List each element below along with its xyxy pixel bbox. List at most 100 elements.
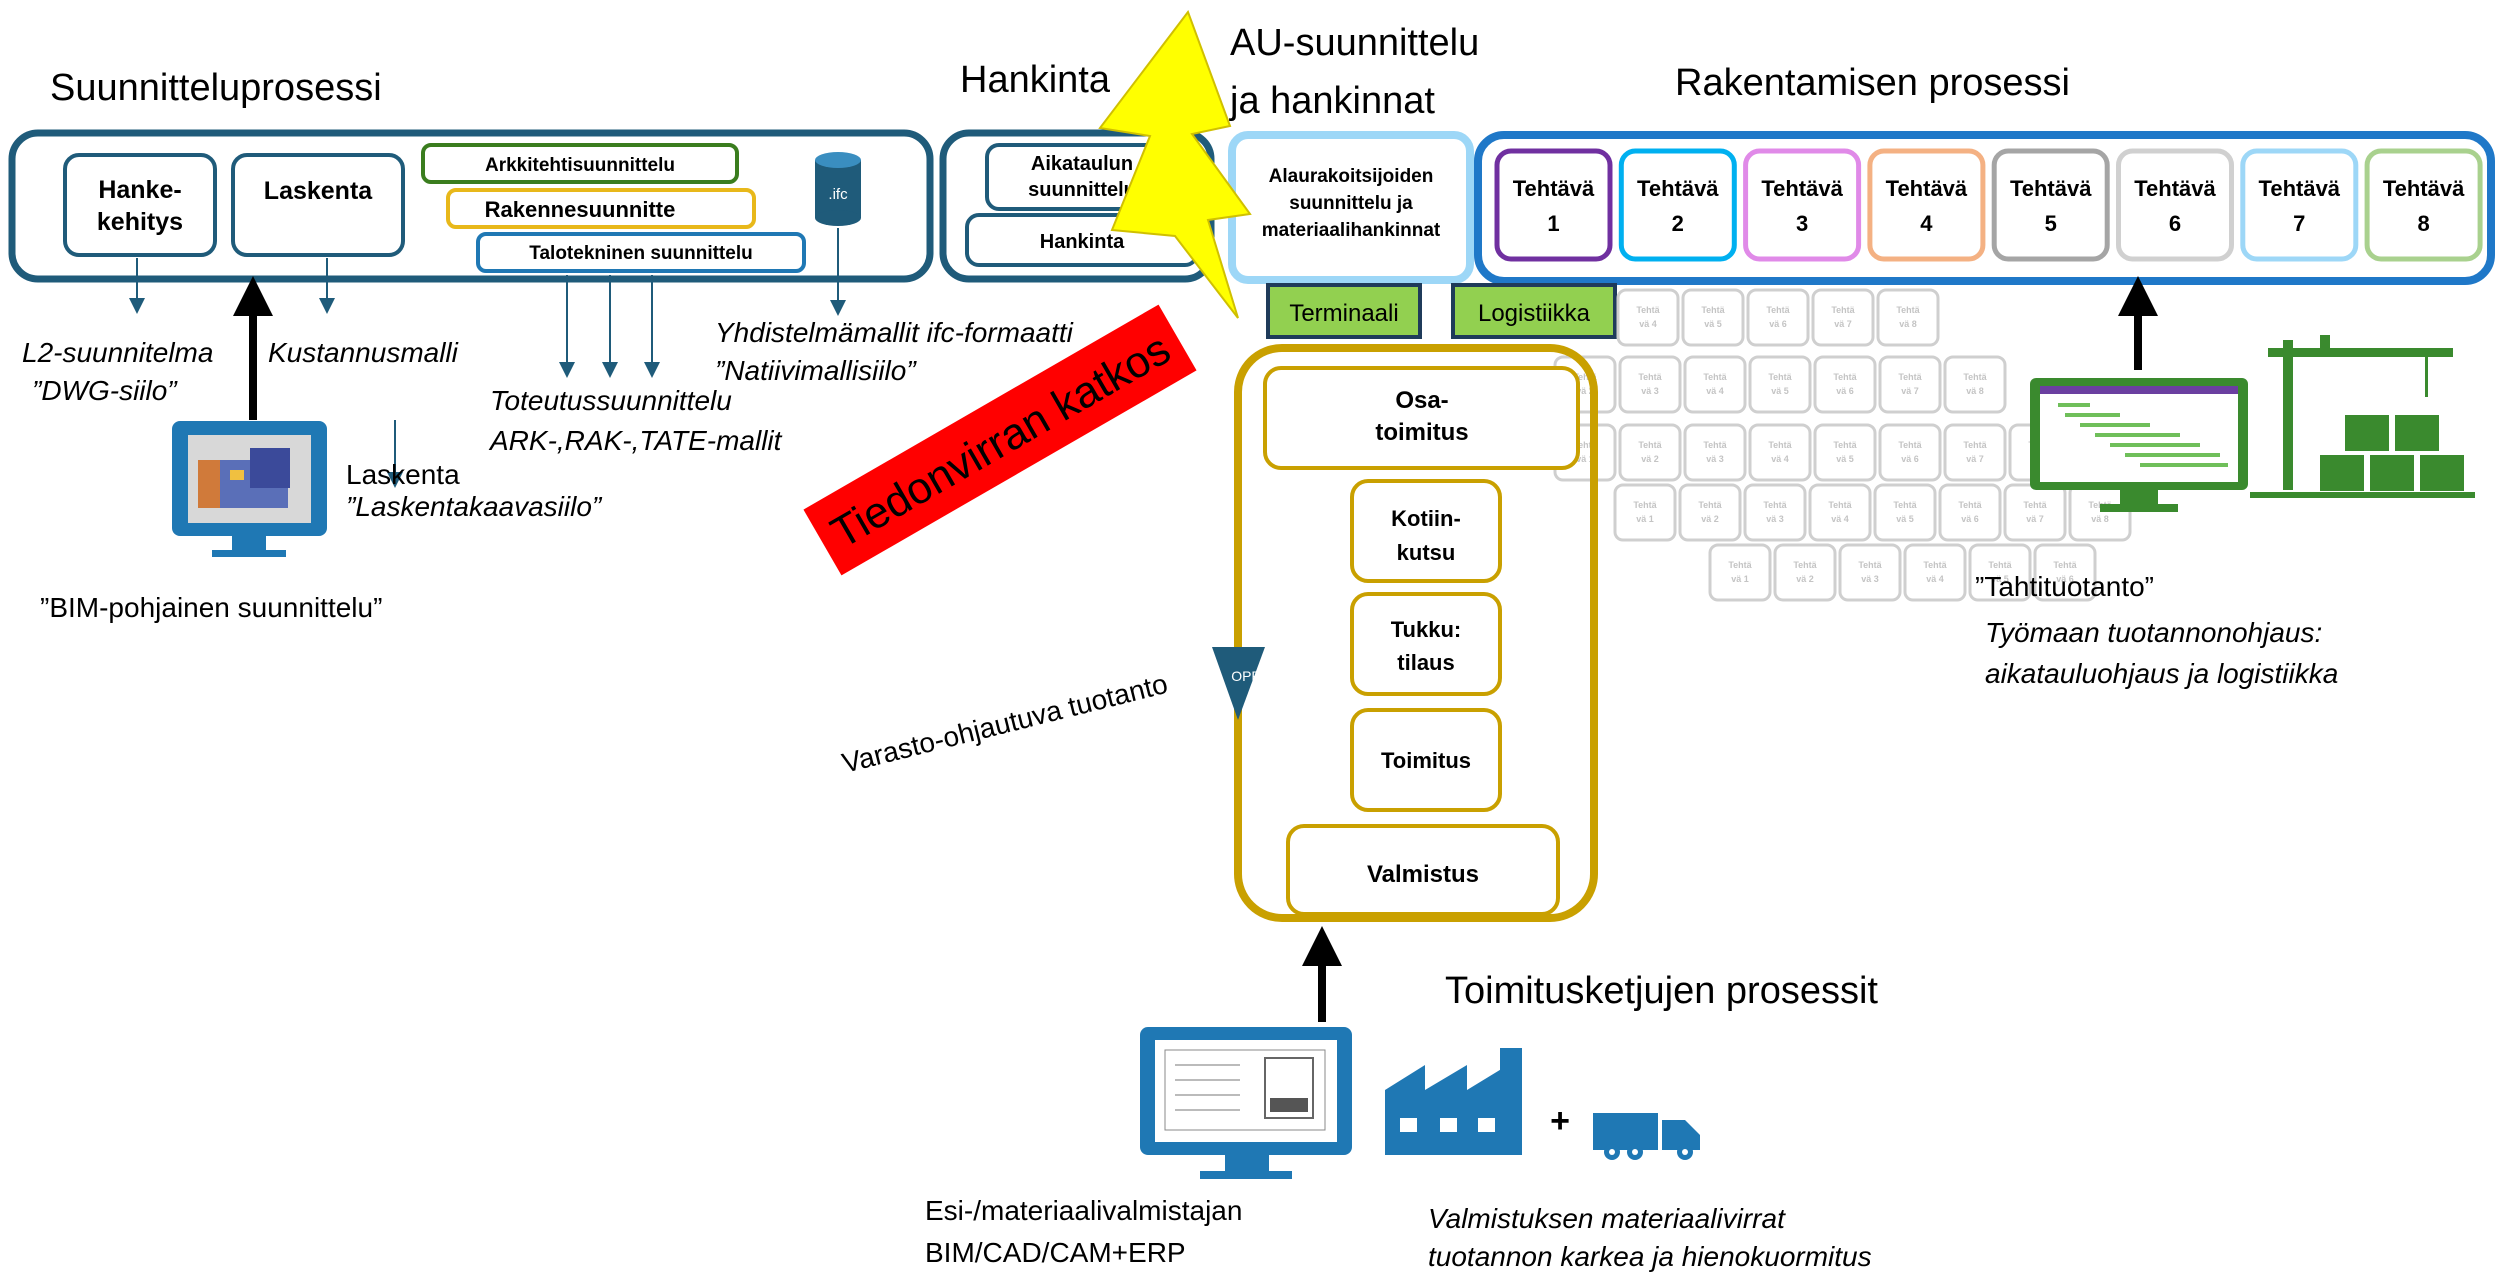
schedule-line2: suunnittelu	[1028, 179, 1136, 201]
task-word-2: Tehtävä	[1637, 176, 1719, 201]
takt-grid-number: vä 1	[1731, 574, 1749, 584]
takt-grid-number: vä 7	[1901, 386, 1919, 396]
call-off-box	[1350, 479, 1502, 583]
manufacturing-box	[1286, 824, 1560, 916]
construction-crane-icon	[2250, 335, 2475, 498]
takt-grid-word: Tehtä	[1833, 372, 1857, 382]
architecture-design-box	[421, 143, 739, 184]
task-word-1: Tehtävä	[1513, 176, 1595, 201]
takt-grid-word: Tehtä	[1988, 560, 2012, 570]
structural-design-box	[446, 188, 756, 229]
project-dev-line1: Hanke-	[98, 176, 181, 204]
cost-model-label: Kustannusmalli	[268, 337, 459, 368]
takt-grid-number: vä 4	[1771, 454, 1789, 464]
takt-grid-cell: Tehtävä 6	[1746, 288, 1810, 347]
lightning-icon	[1098, 9, 1252, 319]
takt-grid-cell: Tehtävä 4	[1903, 543, 1967, 602]
task-number-8: 8	[2417, 211, 2429, 236]
delivery-box	[1350, 708, 1502, 812]
takt-grid-number: vä 2	[1641, 454, 1659, 464]
takt-grid-word: Tehtä	[1703, 372, 1727, 382]
truck-icon	[1593, 1113, 1700, 1160]
takt-grid-word: Tehtä	[1963, 372, 1987, 382]
supplier-title-line1: Esi-/materiaalivalmistajan	[925, 1195, 1242, 1226]
task-word-5: Tehtävä	[2010, 176, 2092, 201]
takt-grid-number: vä 6	[2056, 574, 2074, 584]
project-dev-line2: kehitys	[97, 208, 183, 236]
takt-grid-number: vä 6	[1836, 386, 1854, 396]
logistics-label: Logistiikka	[1478, 300, 1591, 327]
takt-grid-cell: Tehtävä 5	[1873, 483, 1937, 542]
takt-grid-cell: Tehtävä 8	[1943, 355, 2007, 414]
takt-grid-number: vä 6	[1901, 454, 1919, 464]
supply-chain-frame	[1234, 344, 1598, 922]
takt-grid-word: Tehtä	[1898, 372, 1922, 382]
takt-grid-cell: Tehtä vä 6	[1813, 355, 1877, 414]
delivery-label: Toimitus	[1381, 748, 1471, 773]
monitor-building-model-icon	[172, 421, 327, 557]
takt-grid-number: vä 6	[1961, 514, 1979, 524]
takt-grid-cell: Tehtävä 3	[1683, 423, 1747, 482]
ifc-label: .ifc	[828, 186, 848, 203]
task-word-3: Tehtävä	[1761, 176, 1843, 201]
heading-procurement: Hankinta	[960, 59, 1111, 101]
au-line3: materiaalihankinnat	[1262, 220, 1441, 241]
au-line2: suunnittelu ja	[1289, 193, 1413, 214]
supplier-desc-line2: tuotannon karkea ja hienokuormitus	[1428, 1241, 1872, 1272]
task-word-8: Tehtävä	[2383, 176, 2465, 201]
takt-grid-cell: Tehtävä 2	[1773, 543, 1837, 602]
schedule-line1: Aikataulun	[1031, 153, 1133, 175]
takt-grid-cell: Tehtä vä 7	[1811, 288, 1875, 347]
takt-grid-number: vä 4	[1706, 386, 1724, 396]
takt-grid-number: vä 1	[1576, 454, 1594, 464]
heading-construction-process: Rakentamisen prosessi	[1675, 62, 2070, 104]
supplier-title-line2: BIM/CAD/CAM+ERP	[925, 1237, 1186, 1268]
takt-grid-number: vä 2	[1701, 514, 1719, 524]
takt-grid-word: Tehtä	[1963, 440, 1987, 450]
takt-grid-cell: Tehtä vä 4	[1616, 288, 1680, 347]
takt-grid-word: Tehtä	[1831, 305, 1855, 315]
heading-au-line1: AU-suunnittelu	[1230, 22, 1479, 64]
monitor-schedule-icon	[2030, 378, 2248, 512]
partial-delivery-line2: toimitus	[1375, 419, 1468, 446]
calculation-label: Laskenta	[264, 177, 373, 205]
project-development-box	[63, 153, 217, 257]
task-number-2: 2	[1672, 211, 1684, 236]
takt-grid-cell: Tehtävä 8	[1876, 288, 1940, 347]
logistics-box	[1451, 283, 1617, 339]
l2-plan-label: L2-suunnitelma	[22, 337, 213, 368]
takt-grid-word: Tehtä	[1858, 560, 1882, 570]
partial-delivery-line1: Osa-	[1395, 387, 1448, 414]
heading-design-process: Suunnitteluprosessi	[50, 67, 382, 109]
takt-grid-number: vä 7	[1834, 319, 1852, 329]
takt-grid-number: vä 4	[1831, 514, 1849, 524]
takt-grid-number: vä 5	[1704, 319, 1722, 329]
takt-grid-cell: Tehtävä 3	[1618, 355, 1682, 414]
terminal-label: Terminaali	[1289, 300, 1398, 327]
takt-grid-word: Tehtä	[1701, 305, 1725, 315]
takt-grid-cell: Tehtävä 2	[1678, 483, 1742, 542]
takt-grid-number: vä 3	[1861, 574, 1879, 584]
stock-driven-label: Varasto-ohjautuva tuotanto	[839, 668, 1171, 779]
takt-grid-word: Tehtä	[1636, 305, 1660, 315]
takt-grid-word: Tehtä	[1828, 500, 1852, 510]
takt-grid-number: vä 5	[1991, 574, 2009, 584]
impl-design-label: Toteutussuunnittelu	[490, 385, 732, 416]
takt-grid-number: vä 5	[1836, 454, 1854, 464]
takt-grid-number: vä 7	[1966, 454, 1984, 464]
supplier-desc-line1: Valmistuksen materiaalivirrat	[1428, 1203, 1786, 1234]
takt-grid-number: vä 4	[1639, 319, 1657, 329]
takt-title: ”Tahtituotanto”	[1975, 571, 2154, 602]
wholesale-order-box	[1350, 592, 1502, 696]
database-icon	[815, 152, 861, 226]
task-number-5: 5	[2045, 211, 2057, 236]
takt-grid-cell: Tehtä vä 5	[1968, 543, 2032, 602]
takt-grid-cell: Tehtävä 7	[2003, 483, 2067, 542]
task-box-2: Tehtävä 2	[1618, 148, 1737, 262]
calculation-box	[231, 153, 405, 257]
takt-grid-word: Tehtä	[1638, 440, 1662, 450]
takt-grid-number: vä 3	[1641, 386, 1659, 396]
